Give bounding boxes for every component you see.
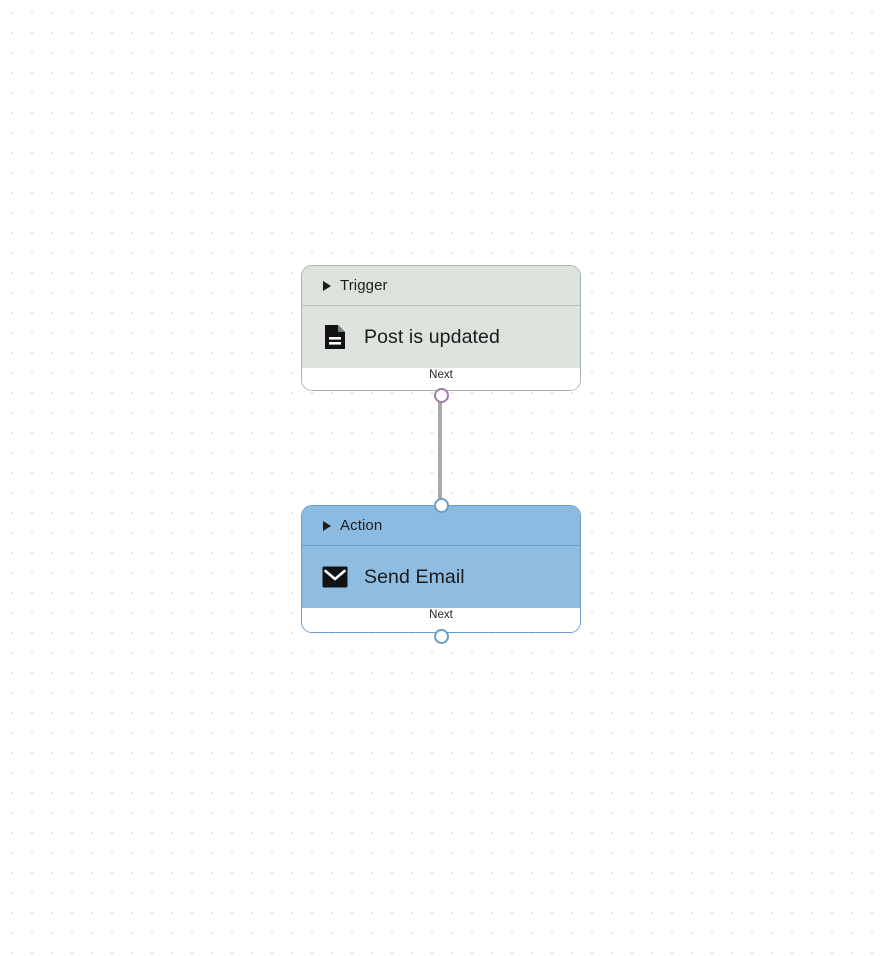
action-node-body-label: Send Email (364, 565, 465, 588)
workflow-node-action[interactable]: Action Send Email Next (301, 505, 581, 633)
trigger-node-footer[interactable]: Next (302, 368, 580, 390)
trigger-node-body-label: Post is updated (364, 325, 500, 348)
action-node-footer[interactable]: Next (302, 608, 580, 632)
trigger-node-body[interactable]: Post is updated (302, 306, 580, 368)
action-node-body[interactable]: Send Email (302, 546, 580, 608)
document-icon (322, 324, 348, 350)
envelope-icon (322, 564, 348, 590)
action-node-header-label: Action (340, 517, 383, 534)
trigger-output-port[interactable] (434, 388, 449, 403)
chevron-right-icon[interactable] (323, 520, 331, 531)
trigger-node-header-label: Trigger (340, 277, 388, 294)
chevron-right-icon[interactable] (323, 280, 331, 291)
trigger-node-next-label: Next (429, 369, 453, 381)
action-output-port[interactable] (434, 629, 449, 644)
workflow-node-trigger[interactable]: Trigger Post is updated Next (301, 265, 581, 391)
action-node-next-label: Next (429, 609, 453, 621)
trigger-node-header[interactable]: Trigger (302, 266, 580, 306)
action-input-port[interactable] (434, 498, 449, 513)
edge-trigger-to-action[interactable] (438, 393, 442, 506)
